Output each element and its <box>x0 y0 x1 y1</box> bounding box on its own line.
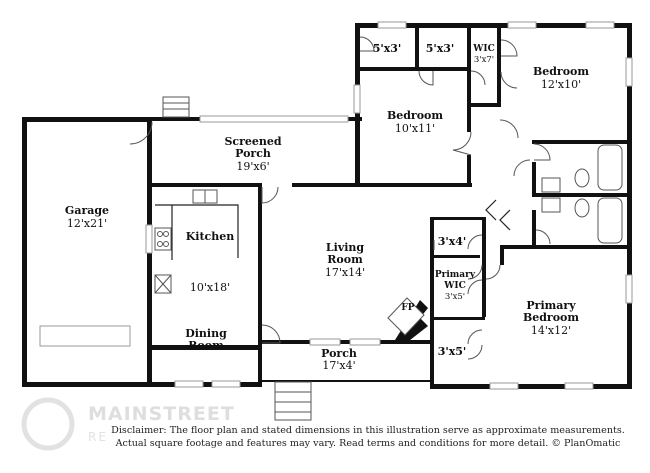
toilet-1 <box>574 168 590 188</box>
watermark: MAINSTREET RE <box>21 397 235 451</box>
watermark-sub: RE <box>88 430 108 444</box>
porch-dims: 17'x4' <box>322 359 355 372</box>
primary-bedroom-name-2: Bedroom <box>523 311 579 324</box>
wic-name: WIC <box>472 44 494 54</box>
stove <box>154 227 172 251</box>
screened-porch-name-1: Screened <box>224 135 281 148</box>
closet-d-dims: 3'x5' <box>438 345 467 358</box>
garage-name: Garage <box>65 204 109 217</box>
closet-c-dims: 3'x4' <box>438 235 467 248</box>
living-room-name-1: Living <box>326 241 364 254</box>
primary-wic-name-2: WIC <box>443 281 465 291</box>
front-steps <box>274 381 312 421</box>
primary-wic-name-1: Primary <box>435 270 476 280</box>
bathtub-2 <box>597 197 623 244</box>
primary-bedroom-name-1: Primary <box>526 299 576 312</box>
bedroom-top-right-dims: 12'x10' <box>541 78 581 91</box>
back-steps <box>162 96 190 118</box>
bedroom-top-right-name: Bedroom <box>533 65 589 78</box>
fireplace-hearth <box>387 297 425 336</box>
disclaimer-line-1: Disclaimer: The floor plan and stated di… <box>111 425 625 436</box>
primary-wic-dims: 3'x5' <box>445 292 465 302</box>
screened-porch-name-2: Porch <box>235 147 271 160</box>
bedroom-mid-dims: 10'x11' <box>395 122 435 135</box>
doors <box>129 36 551 360</box>
dining-room-name-1: Dining <box>185 327 227 340</box>
vanity-1 <box>541 177 561 193</box>
bedroom-mid-name: Bedroom <box>387 109 443 122</box>
toilet-2 <box>574 198 590 218</box>
bathtub-1 <box>597 144 623 191</box>
fixtures <box>154 96 623 421</box>
primary-bedroom-dims: 14'x12' <box>531 324 571 337</box>
garage-dims: 12'x21' <box>67 217 107 230</box>
room-labels: Garage 12'x21' Screened Porch 19'x6' 5'x… <box>65 42 589 372</box>
porch-name: Porch <box>321 347 357 360</box>
fireplace-label: FP <box>401 303 414 313</box>
living-room-dims: 17'x14' <box>325 266 365 279</box>
watermark-main: MAINSTREET <box>88 403 235 425</box>
kitchen-dims: 10'x18' <box>190 281 230 294</box>
kitchen-name: Kitchen <box>186 230 235 243</box>
wic-dims: 3'x7' <box>474 55 494 65</box>
windows <box>39 21 633 390</box>
vanity-2 <box>541 197 561 213</box>
disclaimer: Disclaimer: The floor plan and stated di… <box>88 424 648 450</box>
screened-porch-dims: 19'x6' <box>236 160 269 173</box>
disclaimer-line-2: Actual square footage and features may v… <box>115 438 621 449</box>
dining-room-name-2: Room <box>188 339 224 352</box>
living-room-name-2: Room <box>327 253 363 266</box>
closet-b-dims: 5'x3' <box>426 42 455 55</box>
closet-a-dims: 5'x3' <box>373 42 402 55</box>
